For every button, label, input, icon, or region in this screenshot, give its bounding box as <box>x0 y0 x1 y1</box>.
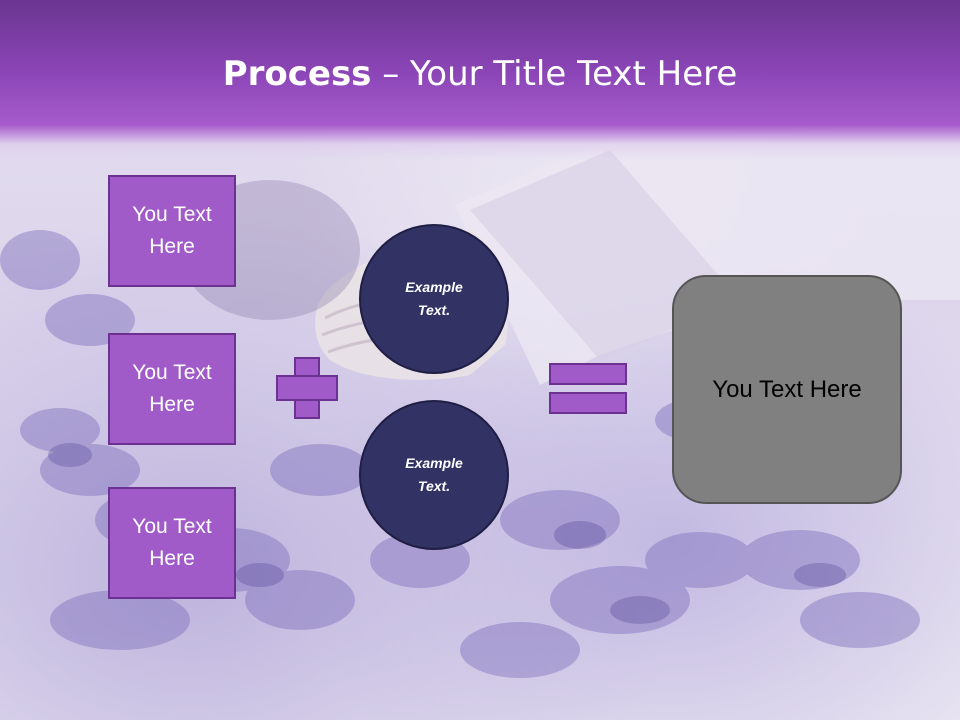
circle-label: Example Text. <box>405 279 463 318</box>
text-box-label: You Text Here <box>132 203 212 258</box>
text-box-2[interactable]: You Text Here <box>108 333 236 445</box>
result-label: You Text Here <box>712 375 862 403</box>
text-box-label: You Text Here <box>132 515 212 570</box>
title-bar <box>0 0 960 160</box>
text-box-1[interactable]: You Text Here <box>108 175 236 287</box>
example-circle-1[interactable]: Example Text. <box>359 224 509 374</box>
title-rest: – Your Title Text Here <box>371 54 738 94</box>
text-box-label: You Text Here <box>132 361 212 416</box>
title-strong: Process <box>222 54 372 94</box>
text-box-3[interactable]: You Text Here <box>108 487 236 599</box>
circle-label: Example Text. <box>405 455 463 494</box>
result-box[interactable]: You Text Here <box>672 275 902 504</box>
slide-title: Process – Your Title Text Here <box>0 54 960 94</box>
example-circle-2[interactable]: Example Text. <box>359 400 509 550</box>
